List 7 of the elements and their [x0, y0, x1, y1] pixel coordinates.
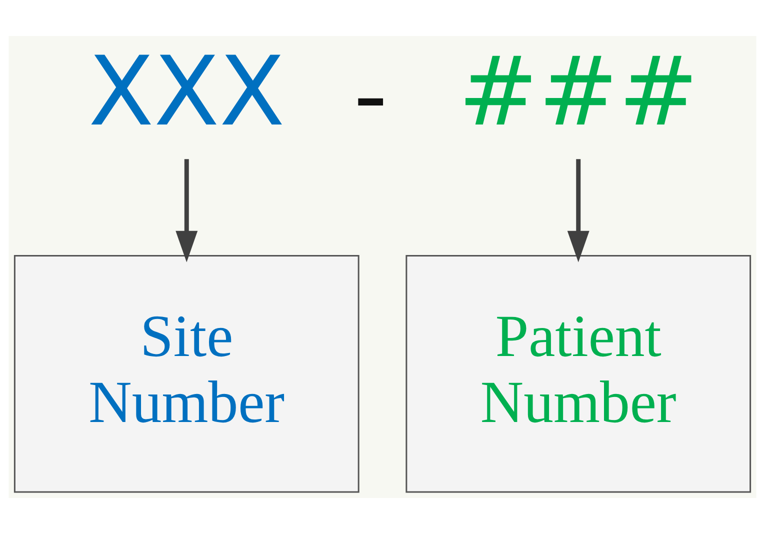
- arrow: [176, 159, 198, 262]
- node-box: Patient Number: [406, 255, 752, 493]
- label: -: [354, 40, 386, 146]
- node-text: XXX: [88, 36, 285, 148]
- arrow: [567, 159, 590, 262]
- node-box: Site Number: [14, 255, 360, 493]
- node-text: ###: [458, 36, 699, 148]
